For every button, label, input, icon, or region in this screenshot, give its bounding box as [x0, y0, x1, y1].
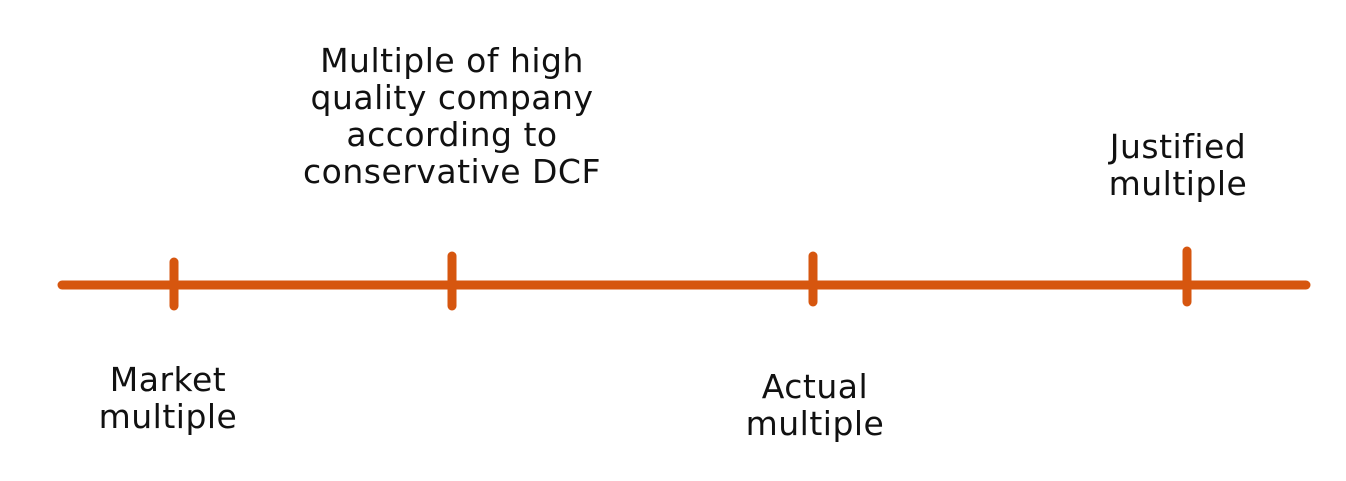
- conservative-dcf-multiple-label: Multiple of high quality company accordi…: [303, 41, 601, 191]
- actual-multiple-label: Actual multiple: [745, 367, 885, 443]
- market-multiple-label: Market multiple: [98, 360, 238, 436]
- justified-multiple-label: Justified multiple: [1108, 127, 1248, 203]
